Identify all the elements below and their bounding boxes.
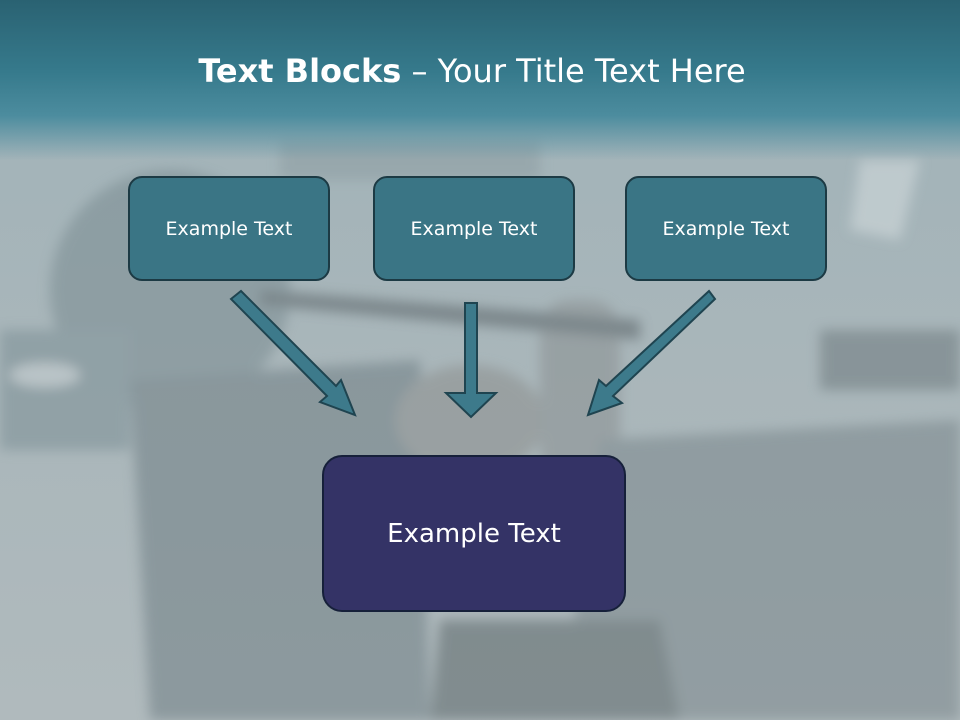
- title-bar: [0, 0, 960, 160]
- title-bold: Text Blocks: [198, 52, 402, 90]
- arrow-right: [586, 289, 717, 417]
- text-block-result[interactable]: Example Text: [322, 455, 626, 612]
- text-block-2[interactable]: Example Text: [373, 176, 575, 281]
- title-rest: – Your Title Text Here: [401, 52, 746, 90]
- arrow-center: [443, 302, 499, 419]
- text-block-1[interactable]: Example Text: [128, 176, 330, 281]
- slide-title: Text Blocks – Your Title Text Here: [0, 52, 944, 90]
- arrow-left: [229, 289, 357, 417]
- text-block-3[interactable]: Example Text: [625, 176, 827, 281]
